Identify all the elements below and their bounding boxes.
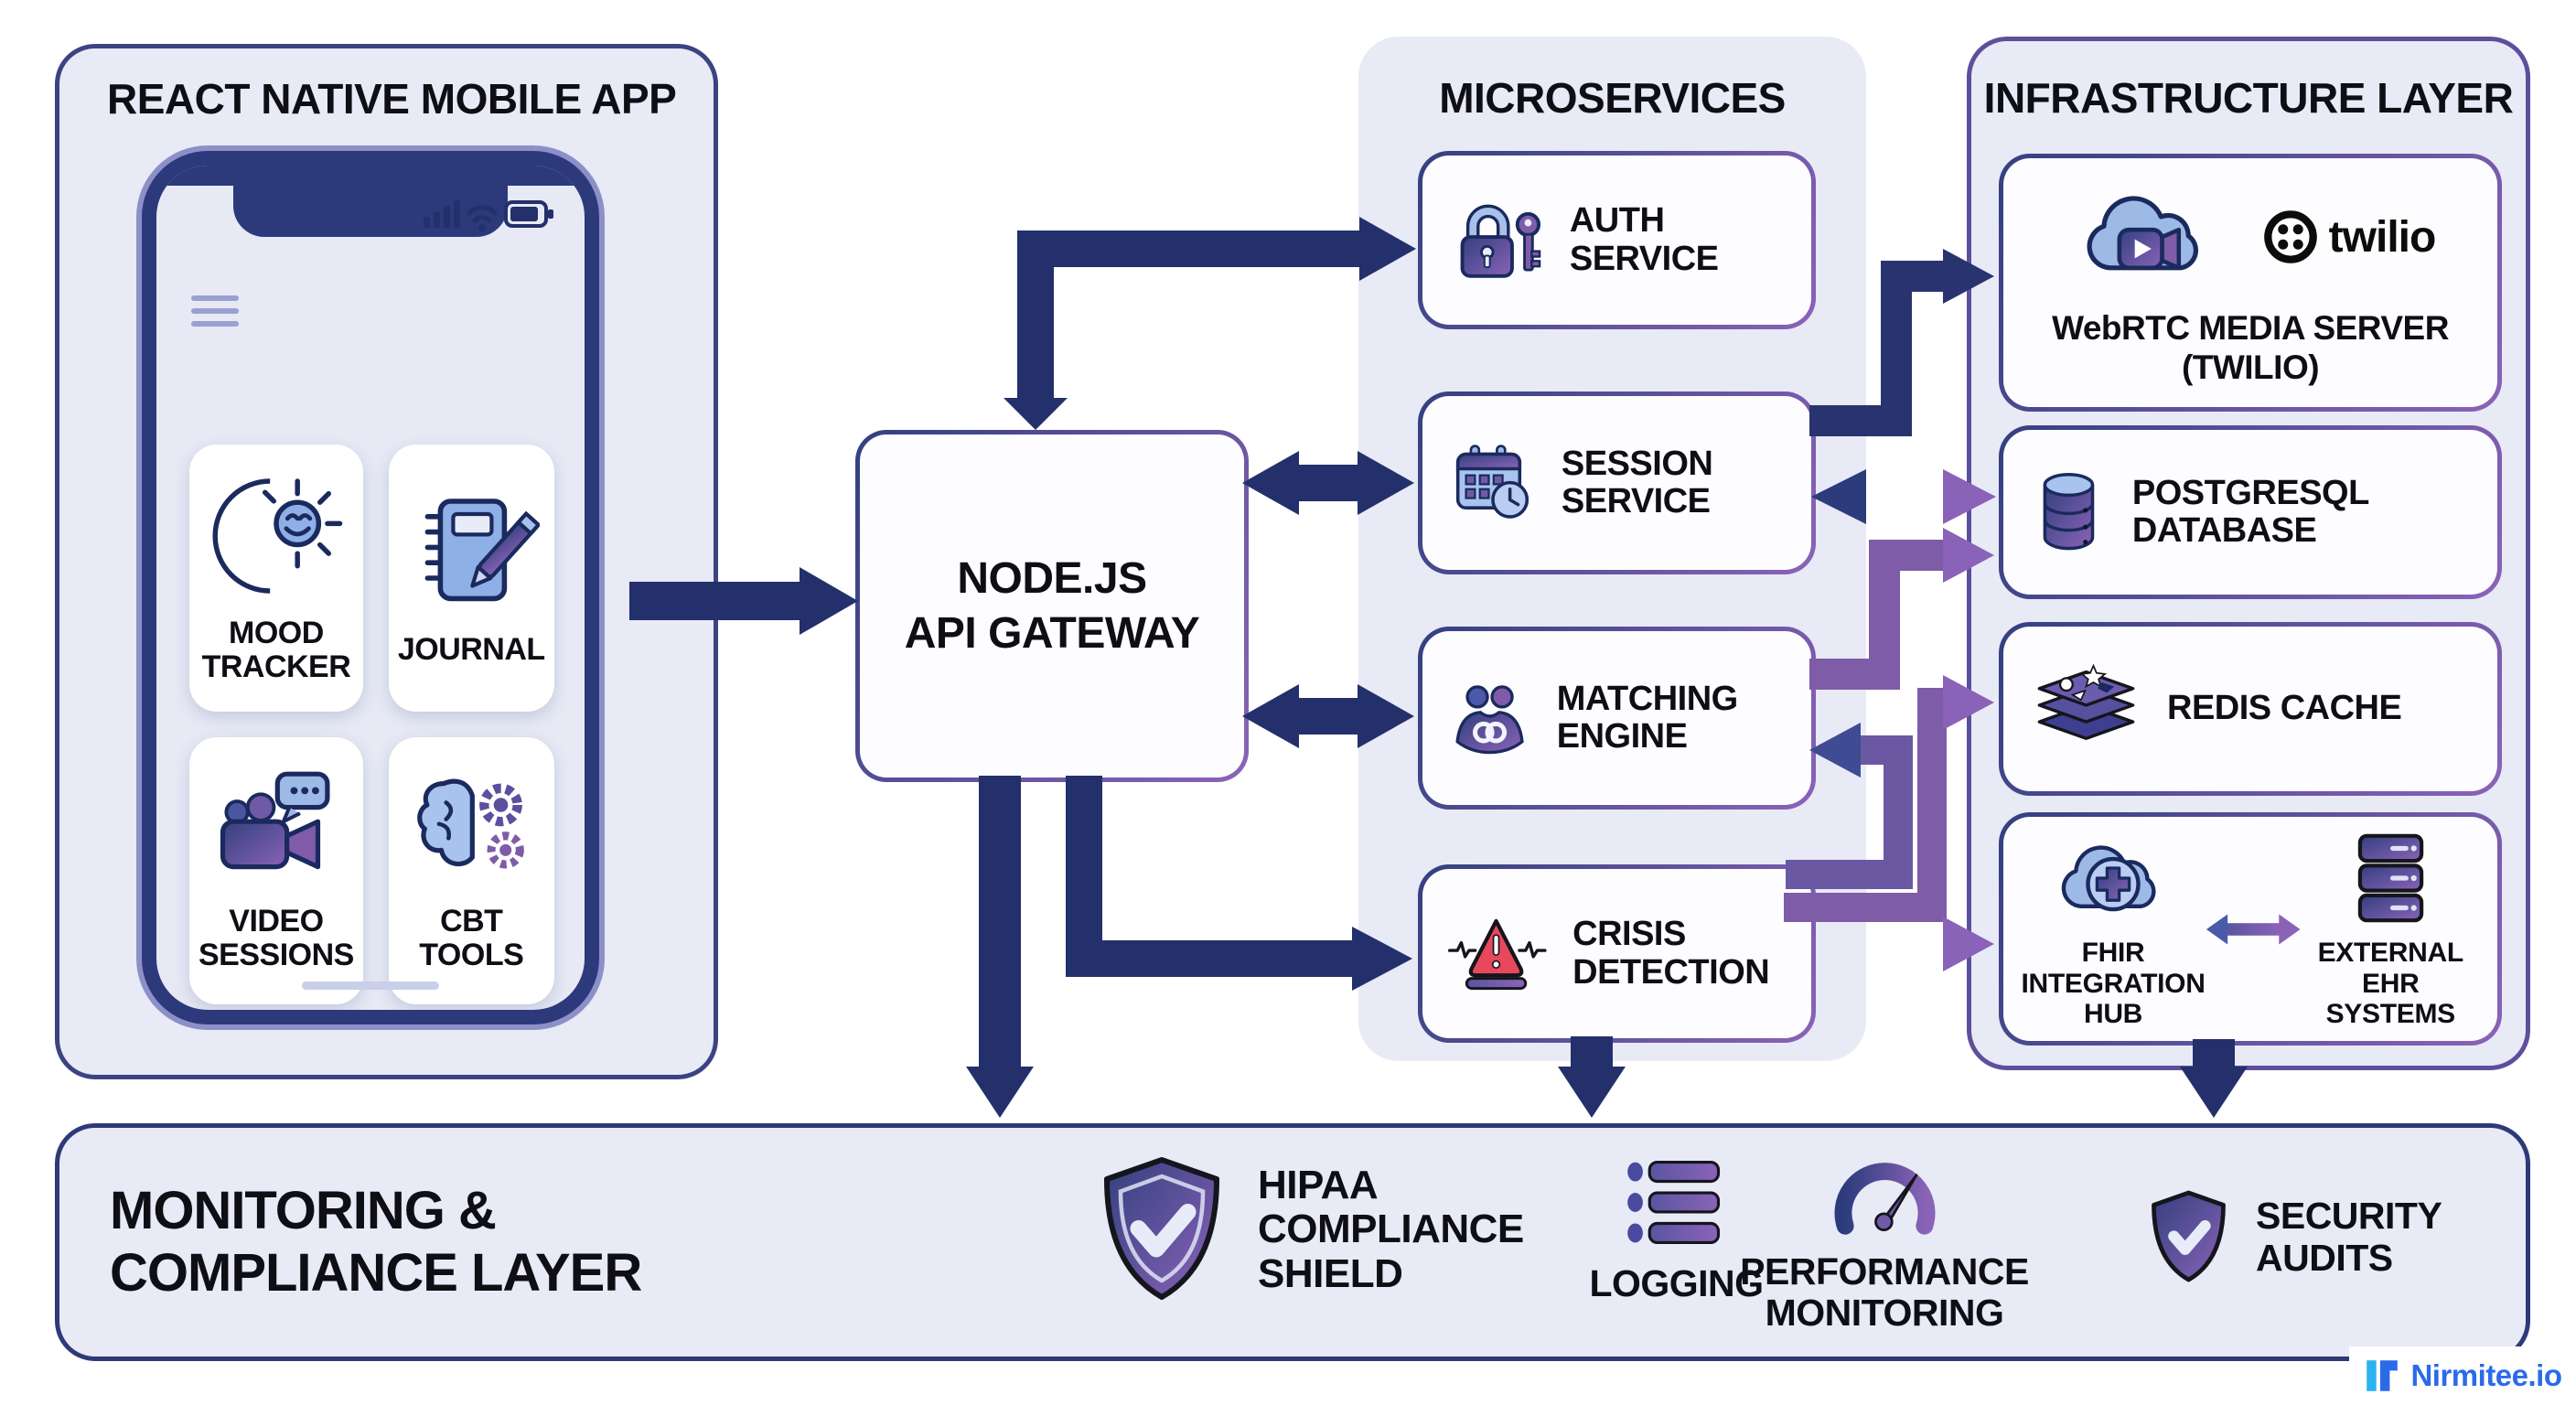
brain-gears-icon xyxy=(417,778,525,869)
session-service-box: SESSION SERVICE xyxy=(1418,391,1816,574)
nirmitee-branding: Nirmitee.io xyxy=(2349,1346,2576,1405)
auth-service-label: AUTH SERVICE xyxy=(1569,201,1719,278)
fhir-hub: FHIR INTEGRATION HUB xyxy=(2021,828,2206,1030)
hipaa-label: HIPAA COMPLIANCE SHIELD xyxy=(1258,1162,1524,1296)
infrastructure-title: INFRASTRUCTURE LAYER xyxy=(1983,74,2514,122)
cloud-video-icon xyxy=(2087,196,2198,271)
monitoring-title-line1: MONITORING & xyxy=(110,1181,497,1240)
app-tile-grid: MOOD TRACKER xyxy=(189,445,554,1004)
api-gateway-label: NODE.JS API GATEWAY xyxy=(886,552,1218,661)
phone-notch-tab xyxy=(233,166,508,237)
redis-box: REDIS CACHE xyxy=(1999,622,2502,796)
video-camera-chat-icon xyxy=(220,771,330,869)
redis-label: REDIS CACHE xyxy=(2167,689,2402,728)
webrtc-box: twilio WebRTC MEDIA SERVER (TWILIO) xyxy=(1999,154,2502,412)
tile-video-sessions: VIDEO SESSIONS xyxy=(189,737,363,1004)
journal-pencil-icon xyxy=(424,499,541,602)
external-ehr-label: EXTERNAL EHR SYSTEMS xyxy=(2317,938,2464,1030)
phone-mockup: MOOD TRACKER xyxy=(142,151,599,1024)
shield-check-icon xyxy=(2152,1190,2226,1282)
log-list-icon xyxy=(1627,1161,1721,1244)
redis-stack-icon xyxy=(2037,663,2135,740)
tile-cbt-tools: CBT TOOLS xyxy=(388,737,554,1004)
api-gateway-box: NODE.JS API GATEWAY xyxy=(855,430,1249,782)
home-indicator xyxy=(302,981,439,990)
shield-check-icon xyxy=(1104,1157,1219,1300)
lock-key-icon xyxy=(1460,204,1541,278)
status-bar-icons xyxy=(424,193,561,238)
warning-triangle-icon xyxy=(1448,918,1547,991)
phone-screen: MOOD TRACKER xyxy=(156,166,585,1010)
hipaa-compliance-item: HIPAA COMPLIANCE SHIELD xyxy=(1093,1145,1551,1314)
performance-label: PERFORMANCE MONITORING xyxy=(1740,1250,2029,1335)
auth-service-box: AUTH SERVICE xyxy=(1418,151,1816,329)
bidirectional-arrow-icon xyxy=(2206,914,2301,944)
crisis-detection-box: CRISIS DETECTION xyxy=(1418,864,1816,1043)
twilio-logo-icon xyxy=(2263,210,2317,264)
performance-item: PERFORMANCE MONITORING xyxy=(1740,1151,2029,1334)
nirmitee-logo-icon xyxy=(2367,1360,2399,1391)
session-service-label: SESSION SERVICE xyxy=(1561,444,1713,520)
tile-label: MOOD TRACKER xyxy=(201,615,351,684)
api-gateway-line2: API GATEWAY xyxy=(904,608,1200,658)
gauge-icon xyxy=(1834,1163,1935,1235)
twilio-brand-text: twilio xyxy=(2328,212,2437,262)
tile-mood-tracker: MOOD TRACKER xyxy=(189,445,363,712)
cloud-medical-icon xyxy=(2061,845,2156,912)
microservices-title: MICROSERVICES xyxy=(1439,74,1786,122)
moon-sun-icon xyxy=(212,477,343,594)
external-ehr: EXTERNAL EHR SYSTEMS xyxy=(2302,828,2479,1030)
nirmitee-logo-text: Nirmitee.io xyxy=(2410,1358,2562,1392)
crisis-detection-label: CRISIS DETECTION xyxy=(1572,915,1770,992)
database-cylinder-icon xyxy=(2043,472,2095,550)
security-audits-item: SECURITY AUDITS xyxy=(2145,1185,2466,1290)
security-audits-label: SECURITY AUDITS xyxy=(2256,1195,2442,1279)
arrow-gateway-monitoring xyxy=(966,776,1034,1118)
calendar-clock-icon xyxy=(1455,444,1530,519)
logging-label: LOGGING xyxy=(1589,1262,1764,1304)
monitoring-title-line2: COMPLIANCE LAYER xyxy=(110,1243,642,1303)
hamburger-icon xyxy=(191,295,239,334)
fhir-ehr-box: FHIR INTEGRATION HUB EXTERNAL EHR SYSTEM xyxy=(1999,812,2502,1046)
twilio-logo: twilio xyxy=(2261,208,2436,266)
signal-wifi-battery-icon xyxy=(424,200,553,231)
postgresql-label: POSTGRESQL DATABASE xyxy=(2131,473,2369,550)
webrtc-label: WebRTC MEDIA SERVER (TWILIO) xyxy=(2052,309,2449,386)
monitoring-title: MONITORING & COMPLIANCE LAYER xyxy=(110,1180,642,1305)
tile-label: VIDEO SESSIONS xyxy=(199,903,354,972)
api-gateway-line1: NODE.JS xyxy=(957,553,1147,603)
arrow-gateway-auth-elbow xyxy=(1004,217,1416,430)
monitoring-panel xyxy=(55,1123,2530,1361)
fhir-hub-label: FHIR INTEGRATION HUB xyxy=(2021,938,2206,1030)
server-rack-icon xyxy=(2357,833,2423,923)
matching-engine-label: MATCHING ENGINE xyxy=(1556,679,1738,756)
logging-item: LOGGING xyxy=(1589,1154,1764,1304)
tile-journal: JOURNAL xyxy=(388,445,554,712)
react-native-panel-title: REACT NATIVE MOBILE APP xyxy=(107,75,677,123)
matching-engine-box: MATCHING ENGINE xyxy=(1418,627,1816,810)
tile-label: JOURNAL xyxy=(397,632,545,668)
people-handshake-icon xyxy=(1455,684,1524,754)
tile-label: CBT TOOLS xyxy=(419,903,524,972)
postgresql-box: POSTGRESQL DATABASE xyxy=(1999,425,2502,599)
